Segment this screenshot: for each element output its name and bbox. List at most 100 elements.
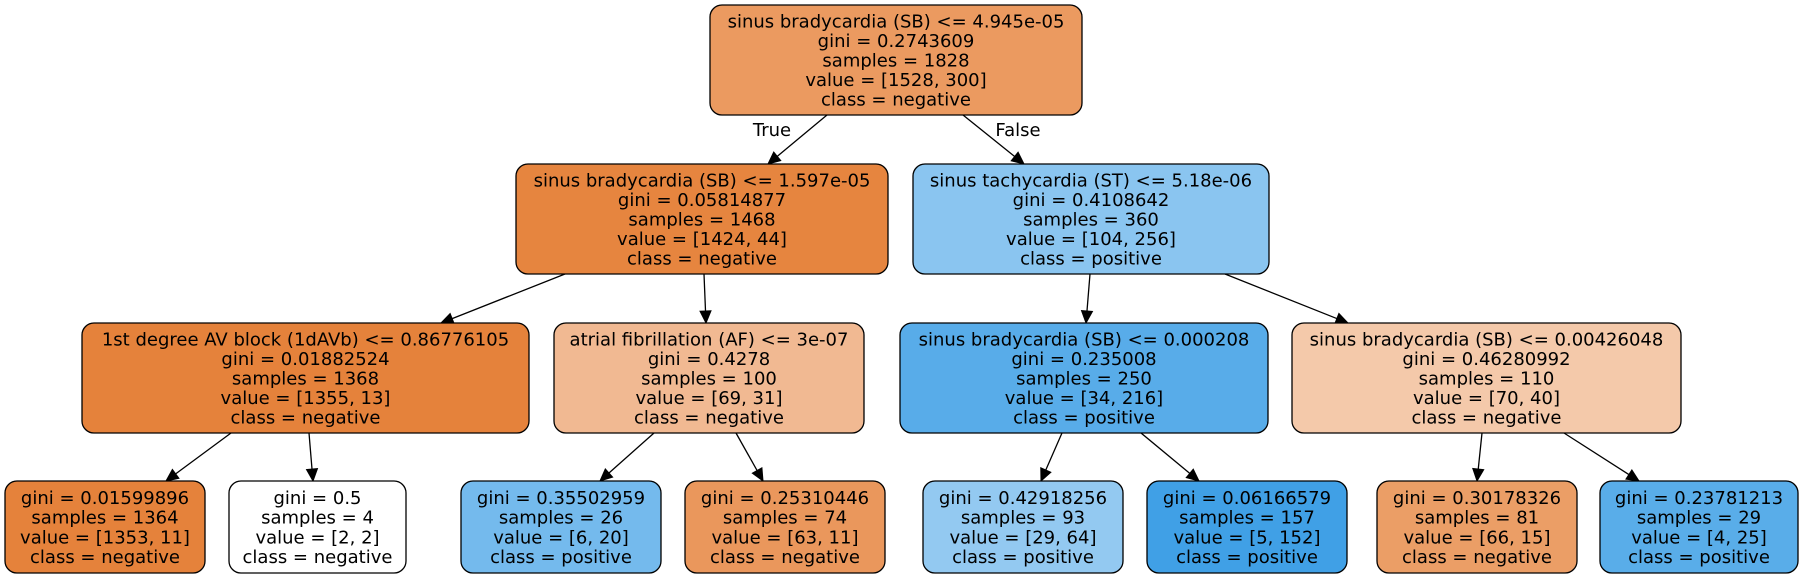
node-box [460, 480, 662, 574]
node-line: gini = 0.4108642 [1013, 190, 1170, 211]
node-box [899, 322, 1269, 434]
node-line: gini = 0.25310446 [701, 488, 869, 509]
node-line: samples = 1368 [232, 369, 379, 390]
node-line: class = negative [1402, 547, 1552, 568]
node-line: value = [63, 11] [712, 527, 859, 548]
node-line: gini = 0.235008 [1011, 349, 1156, 370]
node-line: class = negative [634, 408, 784, 429]
arrowhead-icon [1080, 310, 1094, 325]
arrowhead-icon [1625, 468, 1641, 482]
tree-edge [1563, 432, 1641, 482]
tree-edge [699, 273, 712, 325]
node-line: class = negative [243, 547, 393, 568]
node-box [81, 322, 530, 434]
node-line: class = positive [1628, 547, 1770, 568]
node-line: sinus bradycardia (SB) <= 0.00426048 [1310, 329, 1664, 350]
arrowhead-icon [165, 468, 180, 482]
edge-line [735, 432, 758, 471]
node-line: class = negative [821, 90, 971, 111]
node-line: samples = 26 [499, 508, 623, 529]
edge-line [962, 114, 1016, 157]
node-line: value = [34, 216] [1005, 388, 1163, 409]
node-line: value = [66, 15] [1404, 527, 1551, 548]
node-line: samples = 29 [1637, 508, 1761, 529]
node-line: sinus tachycardia (ST) <= 5.18e-06 [930, 170, 1252, 191]
node-line: samples = 157 [1179, 508, 1315, 529]
tree-edge [305, 432, 319, 483]
edge-line [175, 432, 232, 475]
arrowhead-icon [599, 468, 614, 482]
node-line: samples = 1828 [822, 51, 969, 72]
node-line: gini = 0.01599896 [21, 488, 189, 509]
tree-edge [439, 273, 566, 325]
node-line: value = [70, 40] [1413, 388, 1560, 409]
node-line: 1st degree AV block (1dAVb) <= 0.8677610… [102, 329, 509, 350]
tree-edge [767, 114, 828, 165]
tree-node-n0: sinus bradycardia (SB) <= 4.945e-05gini … [709, 4, 1083, 116]
arrowhead-icon [305, 468, 319, 483]
node-box [1291, 322, 1682, 434]
node-box [1376, 480, 1578, 574]
node-box [684, 480, 886, 574]
node-line: gini = 0.30178326 [1393, 488, 1561, 509]
edge-line [703, 273, 707, 312]
node-line: value = [6, 20] [493, 527, 629, 548]
node-line: value = [1528, 300] [805, 70, 986, 91]
node-box [228, 480, 407, 574]
tree-edge [1472, 432, 1485, 483]
node-line: value = [1355, 13] [221, 388, 391, 409]
edge-line [1086, 273, 1091, 312]
arrowhead-icon [767, 151, 782, 165]
node-line: samples = 110 [1419, 369, 1555, 390]
tree-nodes: sinus bradycardia (SB) <= 4.945e-05gini … [4, 4, 1799, 574]
node-line: gini = 0.42918256 [939, 488, 1107, 509]
node-line: samples = 360 [1023, 210, 1159, 231]
arrowhead-icon [699, 310, 712, 325]
edge-label-false: False [995, 120, 1040, 141]
edge-line [308, 432, 313, 470]
node-line: gini = 0.2743609 [818, 31, 975, 52]
edge-line [608, 432, 655, 474]
node-line: class = negative [627, 249, 777, 270]
node-box [1146, 480, 1348, 574]
arrowhead-icon [1010, 151, 1025, 165]
node-line: samples = 1364 [31, 508, 178, 529]
tree-node-n6: sinus bradycardia (SB) <= 0.00426048gini… [1291, 322, 1682, 434]
node-line: samples = 74 [723, 508, 847, 529]
node-line: value = [104, 256] [1006, 229, 1176, 250]
node-line: gini = 0.23781213 [1615, 488, 1783, 509]
tree-node-n1: sinus bradycardia (SB) <= 1.597e-05gini … [515, 163, 889, 275]
edge-line [1563, 432, 1630, 476]
node-line: class = positive [490, 547, 632, 568]
node-line: gini = 0.46280992 [1402, 349, 1570, 370]
node-box [515, 163, 889, 275]
node-line: samples = 81 [1415, 508, 1539, 529]
node-line: gini = 0.4278 [648, 349, 770, 370]
node-line: value = [69, 31] [636, 388, 783, 409]
node-line: class = negative [710, 547, 860, 568]
tree-node-n3: 1st degree AV block (1dAVb) <= 0.8677610… [81, 322, 530, 434]
node-line: value = [5, 152] [1174, 527, 1321, 548]
node-line: sinus bradycardia (SB) <= 4.945e-05 [728, 11, 1065, 32]
tree-edge [962, 114, 1025, 165]
node-line: samples = 100 [641, 369, 777, 390]
node-line: class = negative [231, 408, 381, 429]
node-line: class = positive [1013, 408, 1155, 429]
node-line: atrial fibrillation (AF) <= 3e-07 [570, 329, 849, 350]
node-line: samples = 4 [261, 508, 374, 529]
edge-line [451, 273, 566, 320]
node-box [4, 480, 206, 574]
node-box [1599, 480, 1799, 574]
node-line: samples = 1468 [628, 210, 775, 231]
node-line: class = positive [952, 547, 1094, 568]
node-box [912, 163, 1270, 275]
tree-edge [599, 432, 655, 482]
node-line: gini = 0.5 [274, 488, 362, 509]
